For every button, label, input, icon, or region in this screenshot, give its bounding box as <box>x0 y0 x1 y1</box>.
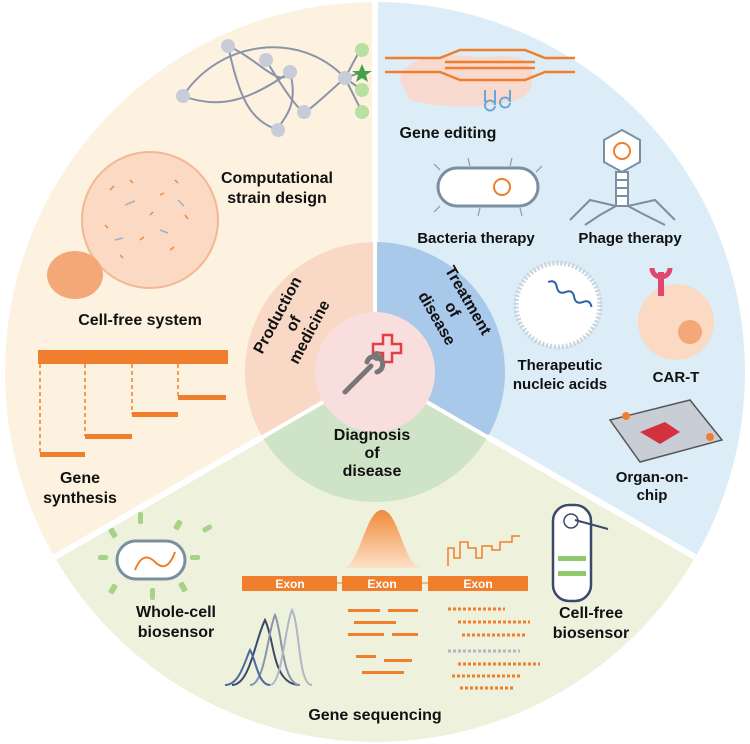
sequence-reads <box>348 609 418 674</box>
inner-diagnosis-line2: of <box>364 445 380 462</box>
label-whole-cell-2: biosensor <box>138 624 214 641</box>
gaussian-peak-icon <box>342 510 422 568</box>
gene-synthesis-icon <box>38 350 228 457</box>
star-icon <box>352 64 372 82</box>
gene-editing-icon <box>385 48 575 112</box>
label-cell-free-biosensor-2: biosensor <box>553 625 629 642</box>
inner-ring <box>244 240 506 503</box>
car-t-icon <box>638 267 714 360</box>
phage-icon <box>569 128 676 226</box>
cross-wrench-icon <box>342 333 403 395</box>
chromatogram-icon <box>224 607 313 686</box>
whole-cell-biosensor-icon <box>98 512 213 600</box>
label-car-t: CAR-T <box>653 369 700 386</box>
label-computational-1: Computational <box>221 170 333 187</box>
label-cell-free-biosensor-1: Cell-free <box>559 605 623 622</box>
bacteria-icon <box>433 157 543 217</box>
label-bacteria-therapy: Bacteria therapy <box>417 230 535 247</box>
inner-diagnosis-line3: disease <box>343 463 402 480</box>
exon-label-2: Exon <box>367 577 396 591</box>
network-nodes <box>176 39 369 137</box>
inner-diagnosis-line1: Diagnosis <box>334 427 411 444</box>
label-organ-on-chip-2: chip <box>637 487 668 504</box>
dot-reads <box>448 607 540 690</box>
exon-label-3: Exon <box>463 577 492 591</box>
cell-free-biosensor-icon <box>551 503 609 603</box>
dna-icon <box>134 551 176 571</box>
label-gene-synthesis-1: Gene <box>60 470 100 487</box>
nucleic-acid-icon <box>513 260 603 350</box>
label-gene-editing: Gene editing <box>400 125 497 142</box>
exon-bar <box>242 576 528 591</box>
label-therapeutic-2: nucleic acids <box>513 376 607 393</box>
label-phage-therapy: Phage therapy <box>578 230 682 247</box>
chip-icon <box>608 399 724 463</box>
label-gene-sequencing: Gene sequencing <box>308 707 441 724</box>
inner-label-diagnosis: Diagnosis of disease <box>334 427 411 480</box>
cell-free-system-icon <box>47 151 219 299</box>
label-cell-free-system: Cell-free system <box>78 312 202 329</box>
step-trace-icon <box>447 535 520 566</box>
label-organ-on-chip-1: Organ-on- <box>616 469 689 486</box>
label-whole-cell-1: Whole-cell <box>136 604 216 621</box>
exon-label-1: Exon <box>275 577 304 591</box>
label-therapeutic-1: Therapeutic <box>517 357 602 374</box>
label-computational-2: strain design <box>227 190 327 207</box>
label-gene-synthesis-2: synthesis <box>43 490 117 507</box>
